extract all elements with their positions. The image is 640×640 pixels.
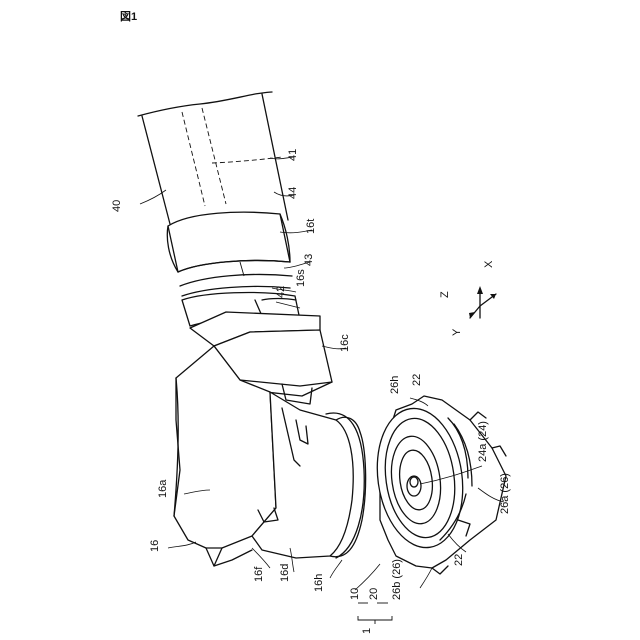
label-16a: 16a	[157, 479, 169, 498]
label-26a: 26a (26)	[499, 473, 511, 514]
connector-housing-16	[174, 312, 366, 566]
label-26h: 26h	[389, 376, 401, 394]
label-16c: 16c	[339, 334, 351, 352]
figure-title: 図1	[120, 9, 137, 23]
label-40: 40	[111, 200, 123, 212]
axis-label-y: Y	[451, 328, 463, 336]
label-16: 16	[149, 540, 161, 552]
label-16d: 16d	[279, 564, 291, 582]
label-1: 1	[361, 628, 373, 634]
label-43: 43	[303, 254, 315, 266]
label-22-bottom: 22	[453, 554, 465, 566]
label-16s: 16s	[295, 269, 307, 287]
label-24a: 24a (24)	[477, 421, 489, 462]
assembly-brace	[358, 603, 392, 624]
label-16h: 16h	[313, 574, 325, 592]
label-22-top: 22	[411, 374, 423, 386]
label-26b: 26b (26)	[391, 559, 403, 600]
label-20: 20	[368, 588, 380, 600]
axis-indicator	[469, 286, 496, 318]
label-16f: 16f	[253, 566, 265, 582]
label-44: 44	[287, 187, 299, 199]
sleeve-16t	[167, 212, 292, 296]
cable-40	[138, 92, 288, 224]
label-16t: 16t	[305, 219, 317, 234]
label-41: 41	[287, 149, 299, 161]
axis-label-z: Z	[439, 291, 451, 298]
axis-label-x: X	[483, 260, 495, 268]
label-10: 10	[349, 588, 361, 600]
label-42: 42	[275, 286, 287, 298]
